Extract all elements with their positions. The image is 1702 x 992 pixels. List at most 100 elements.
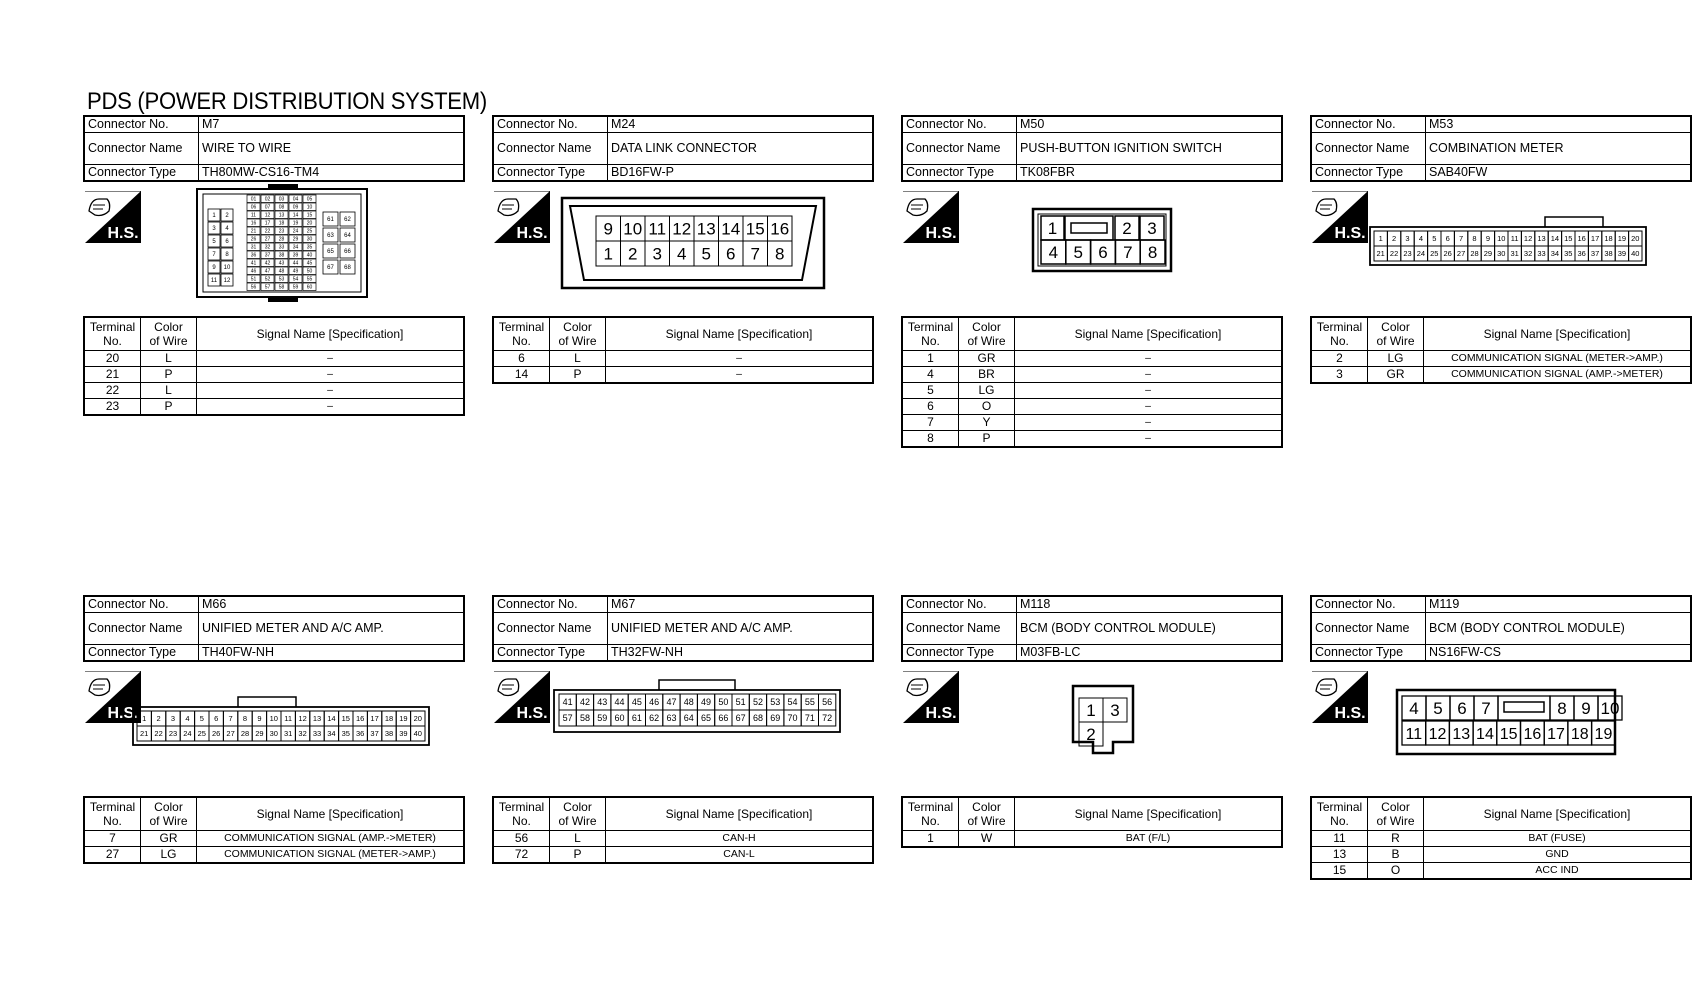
- signal-name: –: [1014, 430, 1283, 448]
- pin-number: 65: [701, 713, 711, 723]
- connector-type: TH40FW-NH: [198, 644, 465, 662]
- pin-number: 49: [701, 697, 711, 707]
- connector-number: M24: [607, 115, 874, 133]
- pin-number: 18: [385, 714, 393, 723]
- connector-name-label: Connector Name: [901, 612, 1017, 645]
- connector-name-label: Connector Name: [1310, 612, 1426, 645]
- pin-cell: [818, 709, 837, 727]
- header-line: No.: [512, 334, 531, 348]
- header-line: Color: [154, 800, 183, 814]
- header-line: No.: [512, 814, 531, 828]
- pin-number: 2: [1392, 234, 1396, 243]
- pin-number: 45: [307, 261, 313, 267]
- pin-number: 20: [414, 714, 422, 723]
- harness-side-icon: H.S.: [1312, 671, 1368, 723]
- terminal-number: 21: [83, 366, 141, 383]
- signal-name: COMMUNICATION SIGNAL (AMP.->METER): [1423, 366, 1692, 384]
- pin-number: 61: [327, 217, 334, 223]
- pin-number: 43: [597, 697, 607, 707]
- pin-number: 5: [1073, 243, 1082, 262]
- harness-side-icon: H.S.: [494, 671, 550, 723]
- pin-number: 10: [224, 265, 231, 271]
- connector-number: M7: [198, 115, 465, 133]
- terminal-number: 13: [1310, 846, 1368, 863]
- pin-number: 3: [653, 245, 662, 264]
- connector-number: M50: [1016, 115, 1283, 133]
- pin-number: 24: [1417, 249, 1425, 258]
- pin-number: 10: [1497, 234, 1505, 243]
- pin-number: 54: [293, 277, 299, 283]
- wire-color: P: [549, 846, 606, 864]
- pin-number: 37: [1591, 249, 1599, 258]
- signal-name: –: [1014, 398, 1283, 415]
- wire-color: P: [140, 366, 197, 383]
- pin-number: 23: [279, 229, 285, 235]
- pin-number: 26: [212, 729, 220, 738]
- pin-number: 63: [666, 713, 676, 723]
- pin-number: 03: [279, 197, 285, 203]
- signal-name: COMMUNICATION SIGNAL (AMP.->METER): [196, 830, 465, 847]
- pin-number: 17: [265, 221, 271, 227]
- connector-name: BCM (BODY CONTROL MODULE): [1016, 612, 1283, 645]
- pin-number: 32: [265, 245, 271, 251]
- pin-number: 67: [327, 265, 334, 271]
- pin-number: 11: [1511, 234, 1519, 243]
- pin-number: 40: [307, 253, 313, 259]
- wire-color: P: [140, 398, 197, 416]
- connector-type-label: Connector Type: [492, 644, 608, 662]
- pin-number: 5: [1432, 234, 1436, 243]
- pin-number: 35: [342, 729, 350, 738]
- pin-number: 11: [211, 278, 218, 284]
- signal-name-header: Signal Name [Specification]: [196, 316, 465, 351]
- terminal-number: 23: [83, 398, 141, 416]
- page-title: PDS (POWER DISTRIBUTION SYSTEM): [87, 88, 487, 115]
- connector-name-label: Connector Name: [83, 612, 199, 645]
- connector-type: SAB40FW: [1425, 164, 1692, 182]
- terminal-number: 4: [901, 366, 959, 383]
- connector-name-label: Connector Name: [901, 132, 1017, 165]
- terminal-number: 22: [83, 382, 141, 399]
- pin-number: 40: [1631, 249, 1639, 258]
- pin-number: 08: [279, 205, 285, 211]
- pin-number: 14: [1551, 234, 1559, 243]
- pin-number: 52: [265, 277, 271, 283]
- wire-color: LG: [958, 382, 1015, 399]
- pin-number: 56: [251, 285, 257, 291]
- wire-color: GR: [1367, 366, 1424, 384]
- wire-color: LG: [140, 846, 197, 864]
- connector-type-label: Connector Type: [1310, 164, 1426, 182]
- pin-number: 60: [307, 285, 313, 291]
- harness-side-icon: H.S.: [903, 191, 959, 243]
- pin-number: 21: [251, 229, 257, 235]
- pin-number: 62: [649, 713, 659, 723]
- pin-cell: [1078, 721, 1104, 747]
- pin-number: 59: [293, 285, 299, 291]
- pin-number: 18: [279, 221, 285, 227]
- header-line: Terminal: [1316, 800, 1363, 814]
- connector-number-label: Connector No.: [901, 595, 1017, 613]
- pin-number: 6: [1457, 699, 1466, 718]
- pin-number: 18: [1604, 234, 1612, 243]
- pin-number: 64: [344, 233, 351, 239]
- pin-number: 5: [702, 245, 711, 264]
- pin-number: 43: [279, 261, 285, 267]
- pin-number: 39: [293, 253, 299, 259]
- pin-number: 66: [344, 249, 351, 255]
- header-line: No.: [1330, 334, 1349, 348]
- pin-number: 9: [257, 714, 261, 723]
- header-line: Terminal: [498, 800, 545, 814]
